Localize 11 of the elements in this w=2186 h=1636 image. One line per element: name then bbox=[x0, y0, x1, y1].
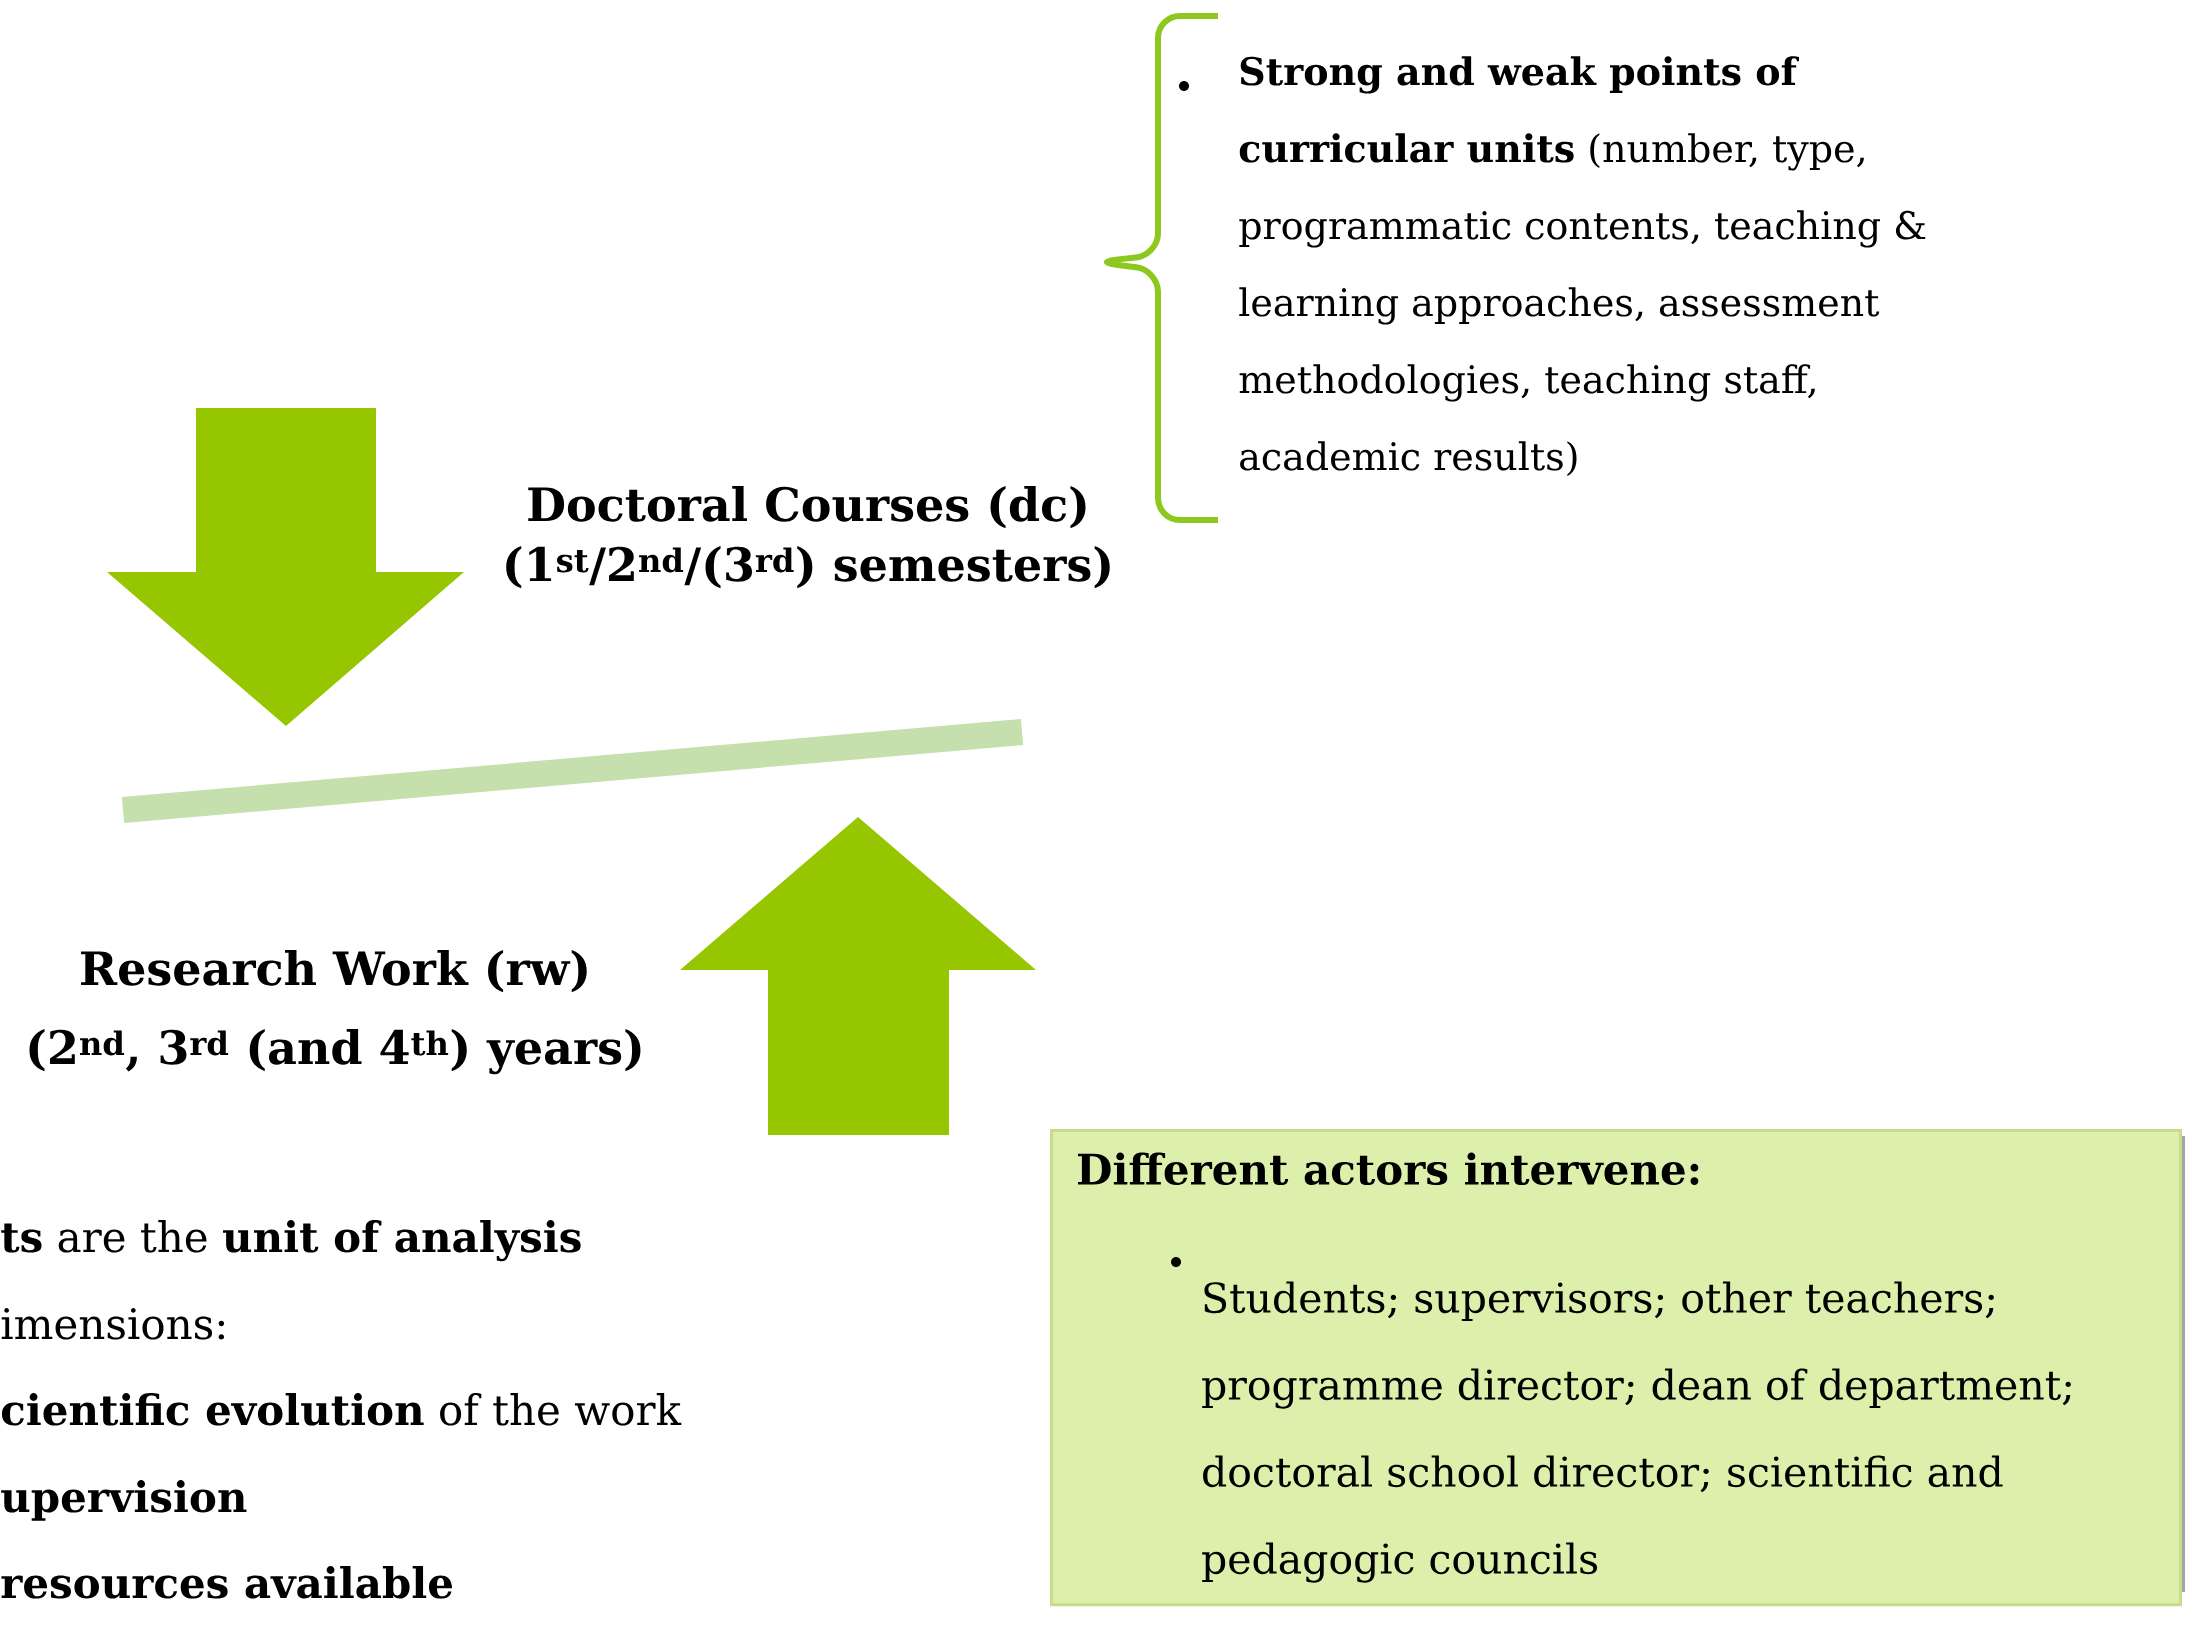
heading: (1$^{st}$/2$^{nd}$/(3$^{rd}$) semesters) bbox=[506, 546, 1110, 589]
heading: (2$^{nd}$, 3$^{rd}$ (and 4$^{th}$) years) bbox=[29, 1029, 641, 1075]
list-item: resources available bbox=[1, 1566, 453, 1599]
text-box: Different actors intervene: Students; supervisors; other teachers; programme director; dean of department; doctoral school director; scientific and pedagogic councils bbox=[1050, 1129, 2186, 1607]
list-item: cientific evolution of the work bbox=[1, 1393, 682, 1426]
list-item: imensions: bbox=[1, 1308, 225, 1340]
heading: Doctoral Courses (dc) bbox=[528, 486, 1086, 529]
list-item: ts are the unit of analysis bbox=[1, 1220, 581, 1262]
heading: Research Work (rw) bbox=[81, 950, 587, 993]
list-item: upervision bbox=[1, 1480, 247, 1521]
bullet-text: Strong and weak points of curricular units (number, type, programmatic contents, teaching & learning approaches, assessment methodologies, teaching staff, academic results) bbox=[1239, 56, 1926, 476]
